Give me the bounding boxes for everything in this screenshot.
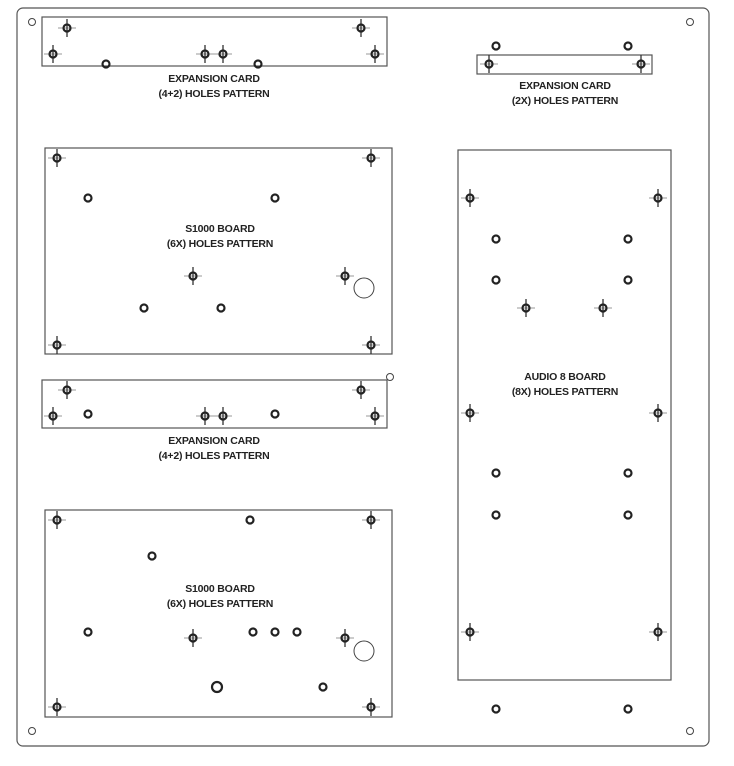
standoff-hole bbox=[52, 515, 62, 525]
clearance-hole bbox=[28, 18, 36, 26]
panel-title: AUDIO 8 BOARD bbox=[524, 371, 606, 383]
standoff-hole bbox=[484, 59, 494, 69]
mounting-hole bbox=[270, 627, 280, 637]
standoff-hole bbox=[366, 153, 376, 163]
mounting-hole bbox=[491, 510, 501, 520]
standoff-hole bbox=[366, 702, 376, 712]
standoff-hole bbox=[465, 408, 475, 418]
standoff-hole bbox=[653, 193, 663, 203]
mounting-hole bbox=[139, 303, 149, 313]
panel-expansion-card-mid bbox=[41, 379, 388, 429]
standoff-hole bbox=[48, 49, 58, 59]
mounting-hole bbox=[248, 627, 258, 637]
panel-title: EXPANSION CARD bbox=[519, 80, 611, 92]
mounting-hole bbox=[83, 193, 93, 203]
standoff-hole bbox=[200, 411, 210, 421]
panel-subtitle: (6X) HOLES PATTERN bbox=[166, 238, 274, 250]
panel-expansion-card-top bbox=[41, 16, 388, 67]
standoff-hole bbox=[465, 627, 475, 637]
plate-outline bbox=[16, 7, 710, 747]
standoff-hole bbox=[62, 385, 72, 395]
mounting-hole bbox=[623, 468, 633, 478]
standoff-hole bbox=[653, 408, 663, 418]
panel-title: EXPANSION CARD bbox=[168, 435, 260, 447]
panel-subtitle: (8X) HOLES PATTERN bbox=[511, 386, 619, 398]
standoff-hole bbox=[52, 702, 62, 712]
standoff-hole bbox=[188, 271, 198, 281]
mounting-hole bbox=[270, 193, 280, 203]
standoff-hole bbox=[340, 633, 350, 643]
mounting-hole bbox=[623, 275, 633, 285]
label-s1000-board-top: S1000 BOARD (6X) HOLES PATTERN bbox=[167, 222, 273, 252]
standoff-hole bbox=[465, 193, 475, 203]
label-expansion-card-2x: EXPANSION CARD (2X) HOLES PATTERN bbox=[512, 79, 618, 109]
panel-title: S1000 BOARD bbox=[185, 583, 255, 595]
mounting-hole bbox=[623, 704, 633, 714]
panel-title: EXPANSION CARD bbox=[168, 73, 260, 85]
mounting-hole bbox=[83, 409, 93, 419]
standoff-hole bbox=[218, 49, 228, 59]
mounting-hole bbox=[318, 682, 328, 692]
mounting-hole bbox=[623, 234, 633, 244]
mounting-hole bbox=[210, 680, 224, 694]
mounting-hole bbox=[147, 551, 157, 561]
label-s1000-board-bottom: S1000 BOARD (6X) HOLES PATTERN bbox=[167, 582, 273, 612]
panel-audio-8-board bbox=[457, 149, 672, 681]
standoff-hole bbox=[366, 515, 376, 525]
standoff-hole bbox=[366, 340, 376, 350]
mounting-hole bbox=[292, 627, 302, 637]
clearance-hole bbox=[353, 277, 375, 299]
mounting-hole bbox=[270, 409, 280, 419]
mounting-hole bbox=[216, 303, 226, 313]
panel-subtitle: (2X) HOLES PATTERN bbox=[511, 95, 619, 107]
standoff-hole bbox=[218, 411, 228, 421]
panel-expansion-card-2x bbox=[476, 54, 653, 75]
clearance-hole bbox=[386, 373, 394, 381]
mounting-hole bbox=[491, 704, 501, 714]
standoff-hole bbox=[636, 59, 646, 69]
clearance-hole bbox=[28, 727, 36, 735]
standoff-hole bbox=[370, 411, 380, 421]
mounting-hole bbox=[83, 627, 93, 637]
mounting-hole bbox=[491, 234, 501, 244]
standoff-hole bbox=[188, 633, 198, 643]
standoff-hole bbox=[52, 340, 62, 350]
standoff-hole bbox=[200, 49, 210, 59]
label-expansion-card-top: EXPANSION CARD (4+2) HOLES PATTERN bbox=[158, 72, 269, 102]
clearance-hole bbox=[686, 18, 694, 26]
panel-title: S1000 BOARD bbox=[185, 223, 255, 235]
mounting-hole bbox=[245, 515, 255, 525]
panel-subtitle: (6X) HOLES PATTERN bbox=[166, 598, 274, 610]
standoff-hole bbox=[598, 303, 608, 313]
panel-s1000-board-bottom bbox=[44, 509, 393, 718]
standoff-hole bbox=[356, 23, 366, 33]
mounting-hole bbox=[491, 275, 501, 285]
panel-subtitle: (4+2) HOLES PATTERN bbox=[158, 450, 270, 462]
clearance-hole bbox=[353, 640, 375, 662]
label-audio-8-board: AUDIO 8 BOARD (8X) HOLES PATTERN bbox=[512, 370, 618, 400]
standoff-hole bbox=[52, 153, 62, 163]
standoff-hole bbox=[370, 49, 380, 59]
panel-subtitle: (4+2) HOLES PATTERN bbox=[158, 88, 270, 100]
mounting-hole bbox=[623, 510, 633, 520]
panel-s1000-board-top bbox=[44, 147, 393, 355]
label-expansion-card-mid: EXPANSION CARD (4+2) HOLES PATTERN bbox=[158, 434, 269, 464]
standoff-hole bbox=[521, 303, 531, 313]
standoff-hole bbox=[62, 23, 72, 33]
mounting-hole bbox=[101, 59, 111, 69]
mounting-hole bbox=[491, 41, 501, 51]
clearance-hole bbox=[686, 727, 694, 735]
mounting-hole bbox=[491, 468, 501, 478]
mounting-hole bbox=[253, 59, 263, 69]
standoff-hole bbox=[653, 627, 663, 637]
standoff-hole bbox=[48, 411, 58, 421]
standoff-hole bbox=[340, 271, 350, 281]
standoff-hole bbox=[356, 385, 366, 395]
mounting-hole bbox=[623, 41, 633, 51]
